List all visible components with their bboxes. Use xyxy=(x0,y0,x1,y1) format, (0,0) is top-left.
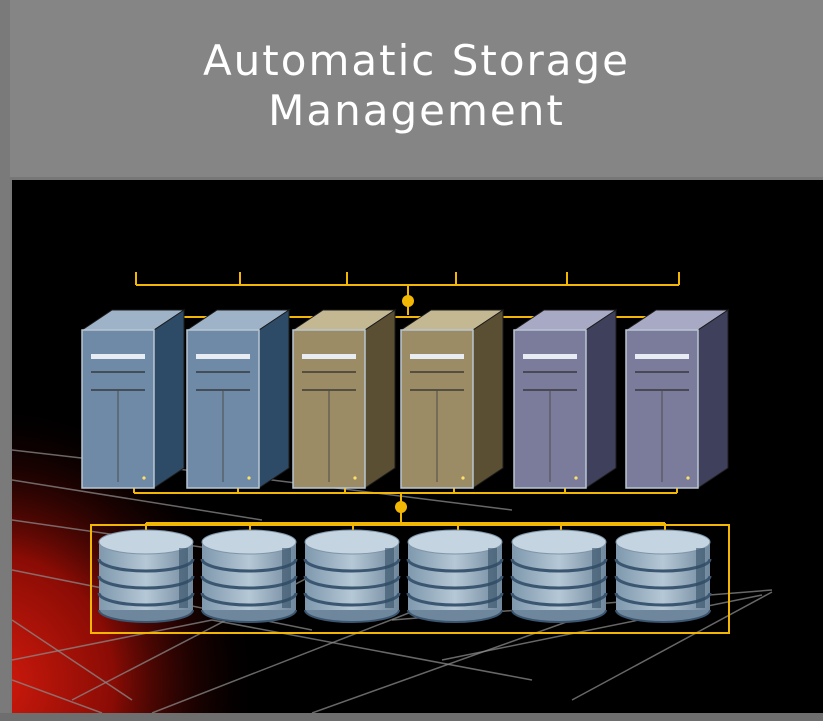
network-node xyxy=(402,295,414,307)
disk-base-edge xyxy=(615,609,711,623)
disk-top xyxy=(615,529,711,555)
diagram-stage xyxy=(12,180,823,713)
drive-bay xyxy=(91,354,145,359)
disk-base-edge xyxy=(201,609,297,623)
server-side xyxy=(472,309,504,489)
disk-base-edge xyxy=(304,609,400,623)
disk-top xyxy=(407,529,503,555)
disk-array xyxy=(406,529,504,623)
platter-divider xyxy=(614,592,712,607)
power-led xyxy=(142,476,146,480)
disk-array xyxy=(510,529,608,623)
disk-array xyxy=(200,529,298,623)
grid-line xyxy=(12,619,213,661)
disk-array xyxy=(303,529,401,623)
server-side xyxy=(697,309,729,489)
grid-line xyxy=(12,679,103,713)
disk-group xyxy=(97,529,712,623)
server-tower xyxy=(291,309,397,489)
slide-title: Automatic Storage Management xyxy=(202,35,631,135)
platter-divider xyxy=(303,575,401,590)
disk-base-edge xyxy=(511,609,607,623)
asm-diagram xyxy=(12,180,823,713)
storage-node xyxy=(395,501,407,513)
platter-divider xyxy=(303,592,401,607)
slide-bottom-border xyxy=(0,713,823,721)
server-tower xyxy=(399,309,505,489)
drive-bay xyxy=(302,354,356,359)
disk-side-shade xyxy=(282,548,291,608)
grid-line xyxy=(311,619,573,713)
grid-line xyxy=(12,479,263,521)
server-side xyxy=(585,309,617,489)
disk-group-outline xyxy=(90,524,730,634)
server-tower xyxy=(185,309,291,489)
grid-line xyxy=(12,619,133,701)
platter-divider xyxy=(406,592,504,607)
platter-divider xyxy=(97,575,195,590)
platter-divider xyxy=(510,592,608,607)
title-bar: Automatic Storage Management xyxy=(10,0,823,177)
platter-divider xyxy=(510,558,608,573)
power-led xyxy=(353,476,357,480)
platter-divider xyxy=(406,558,504,573)
platter-divider xyxy=(97,592,195,607)
platter-divider xyxy=(614,575,712,590)
drive-bay xyxy=(410,354,464,359)
disk-base-edge xyxy=(407,609,503,623)
platter-divider xyxy=(200,558,298,573)
disk-top xyxy=(304,529,400,555)
grid-line xyxy=(71,559,343,701)
server-side xyxy=(153,309,185,489)
disk-side-shade xyxy=(385,548,394,608)
disk-side-shade xyxy=(696,548,705,608)
grid-line xyxy=(211,619,533,681)
disk-side-shade xyxy=(179,548,188,608)
server-side xyxy=(364,309,396,489)
grid-line xyxy=(151,599,443,713)
disk-top xyxy=(201,529,297,555)
power-led xyxy=(247,476,251,480)
drive-bay xyxy=(635,354,689,359)
disk-base-edge xyxy=(98,609,194,623)
disk-top xyxy=(511,529,607,555)
platter-divider xyxy=(614,558,712,573)
disk-array xyxy=(97,529,195,623)
power-led xyxy=(574,476,578,480)
disk-side-shade xyxy=(592,548,601,608)
server-tower xyxy=(624,309,730,489)
drive-bay xyxy=(523,354,577,359)
platter-divider xyxy=(406,575,504,590)
server-tower xyxy=(512,309,618,489)
server-row xyxy=(80,309,730,489)
server-tower xyxy=(80,309,186,489)
power-led xyxy=(461,476,465,480)
disk-array xyxy=(614,529,712,623)
platter-divider xyxy=(97,558,195,573)
drive-bay xyxy=(196,354,250,359)
grid-line xyxy=(571,591,773,701)
platter-divider xyxy=(200,592,298,607)
connectors xyxy=(90,272,730,634)
platter-divider xyxy=(200,575,298,590)
server-side xyxy=(258,309,290,489)
platter-divider xyxy=(303,558,401,573)
platter-divider xyxy=(510,575,608,590)
disk-top xyxy=(98,529,194,555)
disk-side-shade xyxy=(488,548,497,608)
power-led xyxy=(686,476,690,480)
slide-left-border xyxy=(0,0,10,721)
